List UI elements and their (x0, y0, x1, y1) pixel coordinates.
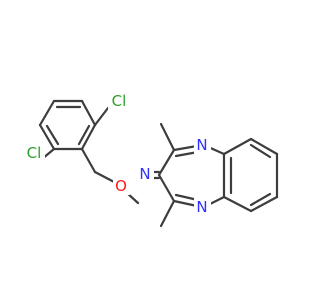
atom-cl-top: Cl (108, 92, 130, 110)
atom-ring-nitrogen-bottom: N (194, 198, 211, 216)
atom-ring-nitrogen-top-label: N (196, 136, 207, 154)
bond-c9a-c9 (222, 137, 253, 156)
atom-ring-nitrogen-top: N (194, 136, 211, 154)
bond-c3-c2 (157, 148, 176, 177)
bond-c4-c5 (38, 123, 56, 151)
bond-ch2-o (93, 170, 118, 185)
bond-c9-c8-inner (249, 143, 272, 159)
bond-c1-cl-top (93, 106, 110, 127)
bond-c1-c2 (80, 99, 97, 127)
bond-c2-n1-double-a (172, 144, 199, 152)
atom-oxime-oxygen: O (113, 177, 130, 195)
atom-label-layer: Cl Cl O N N N (23, 92, 211, 216)
bond-c3-c4 (38, 99, 56, 127)
bond-c9-c8 (249, 137, 279, 156)
bond-c3-c4 (157, 173, 176, 203)
bond-c2-methyl (159, 122, 176, 152)
atom-cl-bottom-label: Cl (27, 144, 42, 162)
atom-oxime-nitrogen-label: N (139, 165, 150, 183)
bond-c7-c6-inner (249, 192, 272, 207)
bond-c6-c1-inner (77, 124, 91, 146)
atom-ring-nitrogen-bottom-label: N (196, 198, 207, 216)
atom-oxime-oxygen-label: O (115, 177, 127, 195)
bond-c7-c6 (249, 195, 279, 213)
bond-c6-c5a (222, 195, 253, 213)
bond-layer (38, 99, 279, 228)
molecule-structure: Cl Cl O N N N (23, 92, 279, 228)
atom-cl-bottom: Cl (23, 144, 45, 162)
bond-c6-c1 (80, 123, 97, 151)
atom-oxime-nitrogen: N (137, 165, 154, 183)
bond-c4-n5-double-a (172, 199, 199, 208)
bond-c6-ch2 (80, 147, 97, 174)
bond-c4-methyl (159, 199, 176, 228)
bond-c4-c5-inner (45, 124, 60, 146)
atom-cl-top-label: Cl (112, 92, 127, 110)
